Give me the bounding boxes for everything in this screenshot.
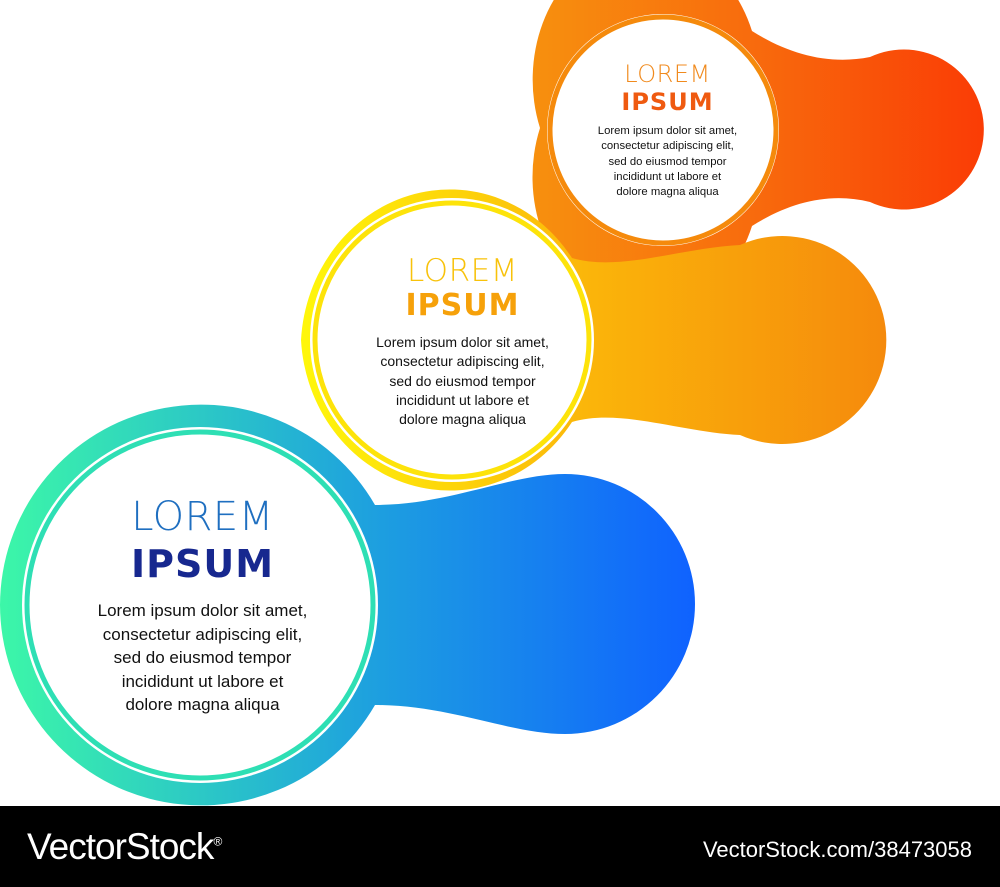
- step-2-title-bold: IPSUM: [405, 288, 520, 323]
- step-2-body-line: sed do eiusmod tempor: [389, 372, 536, 389]
- step-3-shape: [532, 0, 984, 315]
- step-3-body-line: consectetur adipiscing elit,: [601, 140, 734, 153]
- step-1-body-line: Lorem ipsum dolor sit amet,: [97, 601, 308, 620]
- step-2-body-line: dolore magna aliqua: [399, 411, 526, 428]
- step-2-body-line: incididunt ut labore et: [395, 391, 530, 408]
- step-1-body: Lorem ipsum dolor sit amet, consectetur …: [50, 599, 355, 717]
- image-reference: VectorStock.com/38473058: [702, 837, 972, 862]
- step-1-body-line: consectetur adipiscing elit,: [102, 624, 303, 644]
- registered-mark: ®: [213, 834, 222, 849]
- step-3-title-bold: IPSUM: [621, 88, 714, 116]
- step-2-text: LOREM IPSUM Lorem ipsum dolor sit amet, …: [340, 256, 585, 429]
- step-1-body-line: incididunt ut labore et: [121, 671, 284, 691]
- step-3-text: LOREM IPSUM Lorem ipsum dolor sit amet, …: [570, 62, 765, 200]
- step-3-body-line: sed do eiusmod tempor: [608, 155, 727, 168]
- step-3-body-line: Lorem ipsum dolor sit amet,: [597, 125, 738, 137]
- watermark-footer: VectorStock® VectorStock.com/38473058: [0, 806, 1000, 887]
- step-1-title-light: LOREM: [131, 494, 274, 540]
- vectorstock-logo-text: VectorStock: [27, 826, 214, 867]
- step-3-body-line: dolore magna aliqua: [616, 186, 719, 199]
- step-3-body-line: incididunt ut labore et: [613, 170, 722, 183]
- step-1-body-line: dolore magna aliqua: [125, 695, 280, 714]
- step-3-title-light: LOREM: [624, 60, 711, 88]
- step-2-title-light: LOREM: [407, 253, 518, 289]
- step-1-title-bold: IPSUM: [130, 542, 275, 586]
- step-3-body: Lorem ipsum dolor sit amet, consectetur …: [570, 124, 765, 200]
- step-2-shape: [301, 189, 887, 491]
- step-2-body-line: Lorem ipsum dolor sit amet,: [376, 334, 549, 350]
- step-2-body: Lorem ipsum dolor sit amet, consectetur …: [340, 333, 585, 429]
- vectorstock-logo: VectorStock®: [27, 826, 222, 868]
- step-2-body-line: consectetur adipiscing elit,: [380, 353, 545, 370]
- step-1-text: LOREM IPSUM Lorem ipsum dolor sit amet, …: [50, 497, 355, 717]
- infographic-canvas: [0, 0, 984, 806]
- step-1-shape: [0, 404, 695, 806]
- step-1-body-line: sed do eiusmod tempor: [113, 648, 292, 667]
